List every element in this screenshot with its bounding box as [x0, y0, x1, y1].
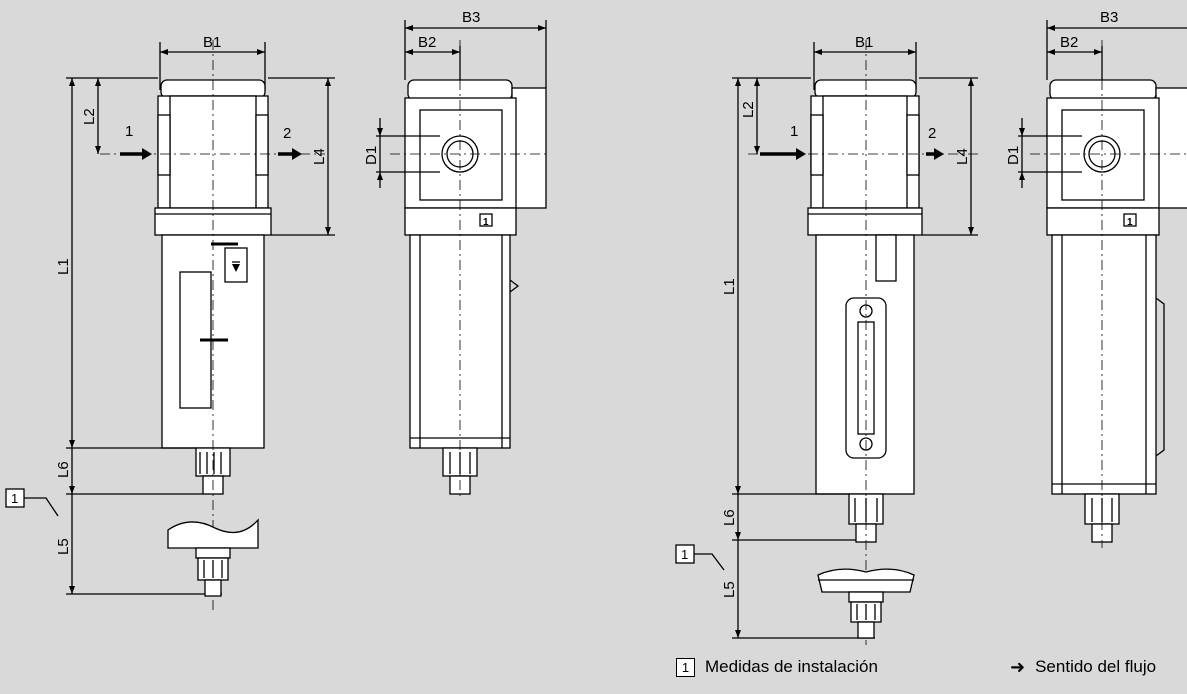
right-side-callout: 1 [1127, 217, 1133, 228]
right-front-view: B1 1 2 L2 [675, 34, 980, 645]
legend-flow-text: Sentido del flujo [1035, 657, 1157, 676]
dim-b2-label-r: B2 [1060, 34, 1078, 51]
left-callout-number: 1 [11, 491, 18, 506]
dim-b1-label: B1 [203, 34, 221, 51]
dim-b3-label-r: B3 [1100, 9, 1118, 26]
legend-installation-text: Medidas de instalación [705, 657, 878, 676]
dim-l6-label-r: L6 [721, 509, 738, 526]
left-side-callout: 1 [483, 217, 489, 228]
dim-l2-label: L2 [81, 108, 98, 125]
port-2-label-r: 2 [928, 125, 936, 142]
legend-installation: 1 Medidas de instalación [676, 654, 878, 680]
dim-l5-label-r: L5 [721, 581, 738, 598]
dim-l1-label: L1 [55, 258, 72, 275]
legend-number-box: 1 [676, 657, 695, 677]
dim-b3-label: B3 [462, 9, 480, 26]
right-callout-number: 1 [681, 547, 688, 562]
dim-l4-label: L4 [311, 148, 328, 165]
dim-l1-label-r: L1 [721, 278, 738, 295]
port-1-label: 1 [125, 123, 133, 140]
left-front-view: B1 1 2 [5, 34, 335, 610]
dim-l4-label-r: L4 [954, 148, 971, 165]
port-1-label-r: 1 [790, 123, 798, 140]
legend-flow: ➜ Sentido del flujo [1010, 654, 1156, 680]
arrow-right-icon: ➜ [1010, 656, 1026, 677]
port-2-label: 2 [283, 125, 291, 142]
dim-l5-label: L5 [55, 538, 72, 555]
dim-d1-label-r: D1 [1005, 146, 1022, 165]
dim-b1-label-r: B1 [855, 34, 873, 51]
dim-b2-label: B2 [418, 34, 436, 51]
right-side-view: B3 B2 1 D1 [1005, 9, 1187, 548]
dim-l2-label-r: L2 [740, 101, 757, 118]
left-side-view: B3 B2 1 D1 [363, 9, 550, 500]
dim-l6-label: L6 [55, 461, 72, 478]
dim-d1-label: D1 [363, 146, 380, 165]
